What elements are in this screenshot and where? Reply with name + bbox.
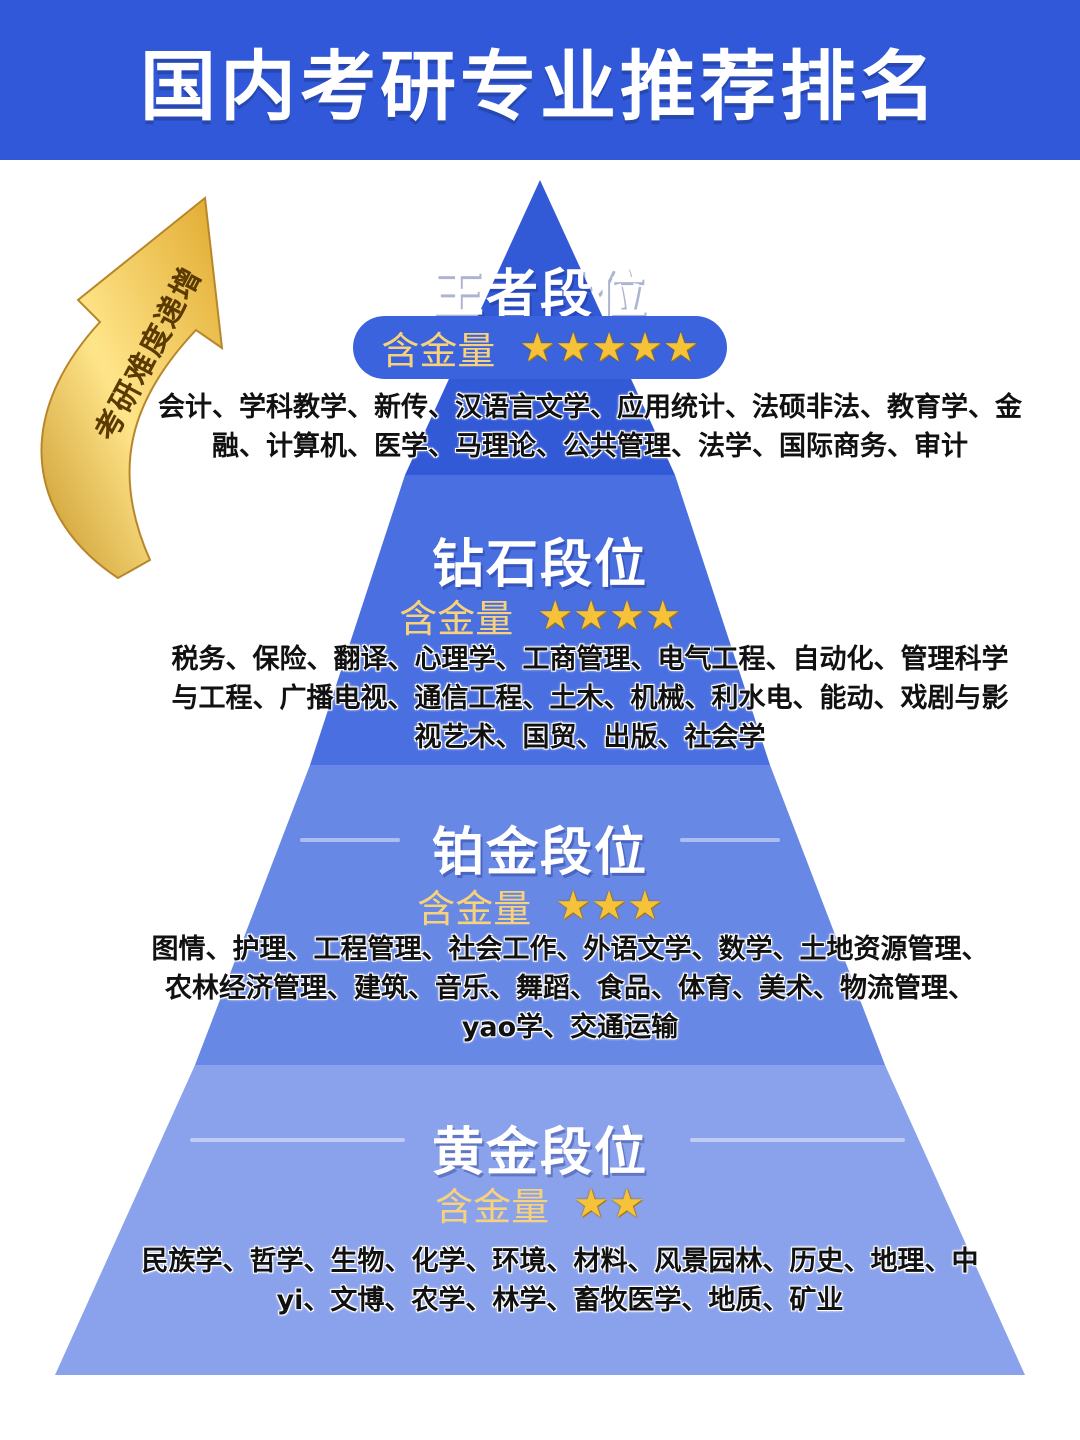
tier-majors-platinum: 图情、护理、工程管理、社会工作、外语文学、数学、土地资源管理、农林经济管理、建筑… bbox=[150, 930, 990, 1047]
rating-label: 含金量 bbox=[381, 320, 495, 375]
tier-title-platinum: 铂金段位 bbox=[0, 810, 1080, 885]
rating-label: 含金量 bbox=[435, 1176, 549, 1231]
star-rating-icon: ★★★ bbox=[555, 886, 663, 926]
tier-title-gold: 黄金段位 bbox=[0, 1110, 1080, 1185]
star-rating-icon: ★★★★★ bbox=[519, 328, 698, 368]
star-rating-icon: ★★ bbox=[573, 1184, 645, 1224]
star-rating-icon: ★★★★ bbox=[537, 596, 680, 636]
rating-label: 含金量 bbox=[417, 878, 531, 933]
tier-majors-gold: 民族学、哲学、生物、化学、环境、材料、风景园林、历史、地理、中yi、文博、农学、… bbox=[130, 1242, 990, 1320]
tier-majors-king: 会计、学科教学、新传、汉语言文学、应用统计、法硕非法、教育学、金融、计算机、医学… bbox=[140, 388, 1040, 466]
tier-rating-platinum: 含金量 ★★★ bbox=[0, 878, 1080, 933]
rating-label: 含金量 bbox=[399, 588, 513, 643]
tier-rating-gold: 含金量 ★★ bbox=[0, 1176, 1080, 1231]
tier-rating-diamond: 含金量 ★★★★ bbox=[0, 588, 1080, 643]
tier-title-diamond: 钻石段位 bbox=[0, 522, 1080, 597]
tier-majors-diamond: 税务、保险、翻译、心理学、工商管理、电气工程、自动化、管理科学与工程、广播电视、… bbox=[160, 640, 1020, 757]
tier-rating-king: 含金量 ★★★★★ bbox=[0, 316, 1080, 379]
